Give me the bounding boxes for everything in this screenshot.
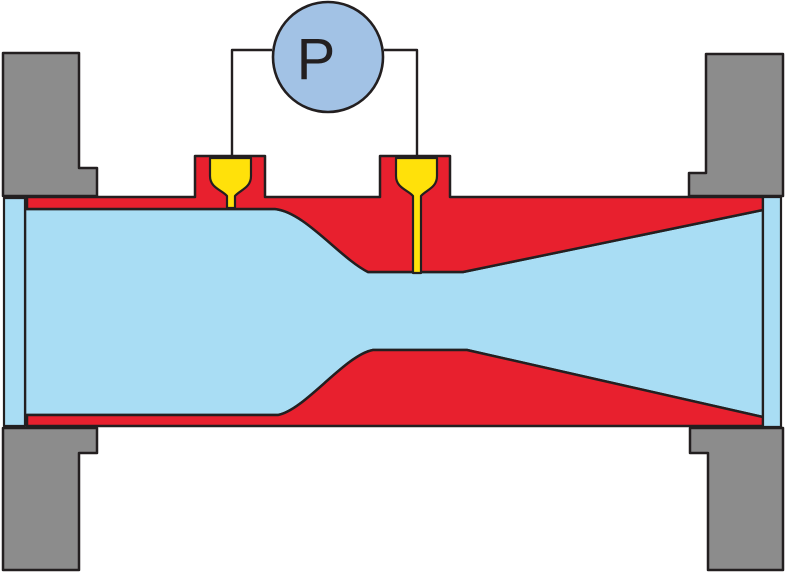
flange-top-right: [687, 52, 785, 198]
gauge-connector-lines: [230, 48, 419, 157]
flange-top-left: [1, 51, 99, 198]
pipe-opening-left: [2, 196, 27, 428]
pressure-gauge-circle: [271, 0, 385, 114]
flange-bottom-right: [688, 426, 785, 572]
venturi-body-lower: [25, 348, 765, 428]
pipe-opening-right: [761, 195, 783, 429]
venturi-body-upper: [25, 154, 765, 274]
flange-bottom-left: [1, 426, 99, 572]
gauge-label: P: [297, 27, 336, 92]
pressure-tap-upstream: [208, 156, 253, 210]
pressure-tap-throat: [394, 156, 439, 275]
